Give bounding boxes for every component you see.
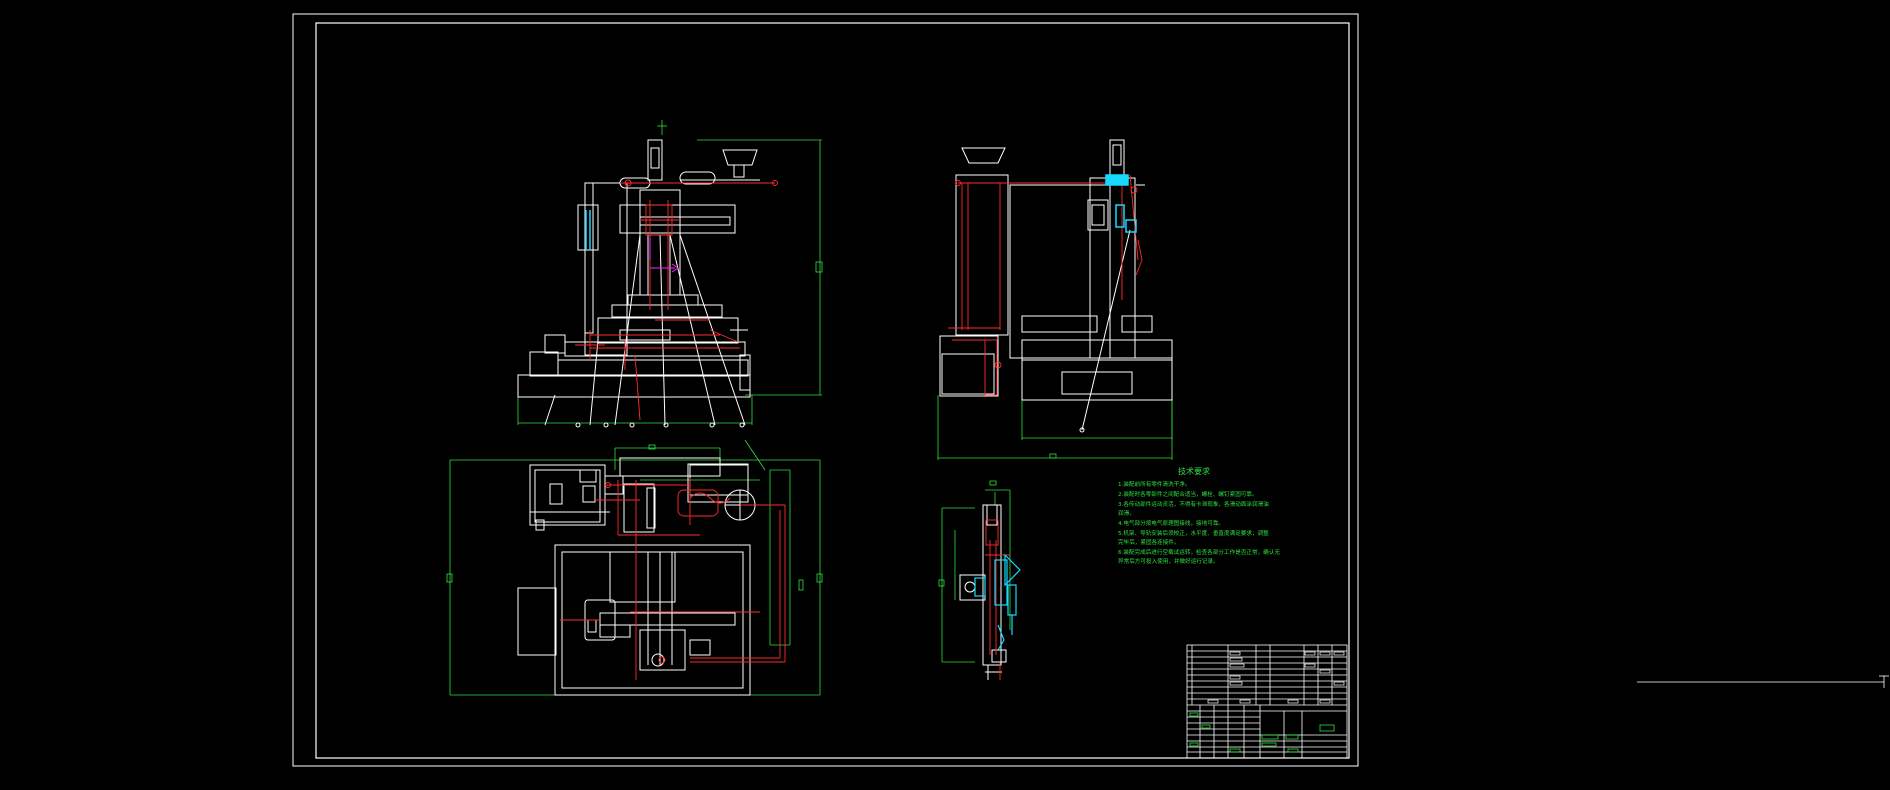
front-view-marker: [649, 238, 679, 273]
front-view-hidden-lines: [575, 179, 778, 421]
note-line: 6.装配完成后进行空载试运转，检查各部分工作是否正常，确认无: [1118, 548, 1280, 556]
note-line: 异常后方可投入使用，并做好运行记录。: [1118, 557, 1219, 565]
front-view: [517, 120, 823, 428]
note-line: 完毕后，紧固各连接件。: [1118, 538, 1180, 546]
title-block-green-marks: [1189, 712, 1335, 753]
notes-title: 技术要求: [1178, 466, 1210, 476]
top-view-dimensions: [446, 439, 823, 696]
note-line: 4.电气部分按电气原理图接线，接地可靠。: [1118, 519, 1224, 527]
title-block-lower: [1187, 705, 1347, 758]
detail-view: [938, 480, 1021, 680]
top-view: [446, 439, 823, 696]
reference-line: [1637, 675, 1889, 688]
note-line: 5.机架、导轨安装后须校正，水平度、垂直度满足要求，调整: [1118, 529, 1269, 537]
top-view-hidden-lines: [560, 478, 786, 680]
top-view-outline: [517, 457, 756, 696]
parts-list-text-marks: [1207, 651, 1345, 704]
note-line: 3.各传动部件运动灵活，不得有卡滞现象，各滑动面涂润滑油: [1118, 500, 1269, 508]
side-view-accent: [1105, 174, 1137, 233]
technical-notes: 技术要求 1.装配前所有零件清洗干净。 2.装配时各零部件之间配合适当，螺栓、螺…: [1118, 466, 1280, 565]
detail-view-hidden-lines: [985, 519, 1010, 680]
note-line: 1.装配前所有零件清洗干净。: [1118, 480, 1190, 488]
side-view-hidden-lines: [948, 174, 1143, 396]
sheet-border: [292, 13, 1359, 767]
side-view: [937, 139, 1173, 460]
parts-list-rows: [1187, 650, 1347, 706]
parts-list-columns: [1191, 645, 1333, 705]
title-block: [1186, 644, 1348, 759]
detail-view-outline: [959, 504, 1007, 680]
front-view-accent: [585, 210, 591, 250]
note-line: 2.装配时各零部件之间配合适当，螺栓、螺钉紧固可靠。: [1118, 490, 1258, 498]
detail-view-dimensions: [938, 480, 1011, 663]
note-line: 润滑。: [1118, 509, 1135, 517]
side-view-dimensions: [937, 380, 1173, 460]
detail-view-accent: [974, 553, 1021, 651]
side-view-outline: [939, 139, 1173, 433]
